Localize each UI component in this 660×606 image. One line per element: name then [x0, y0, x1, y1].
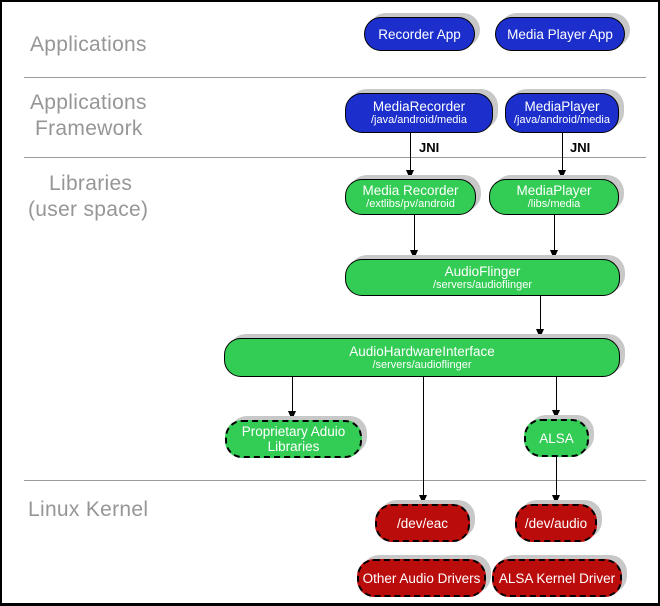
edge-ahi-deveac-arrowhead [418, 495, 427, 504]
edge-mediarecorder-audioflinger-line [413, 215, 415, 251]
node-audiohardwareinterface-title: AudioHardwareInterface [349, 343, 495, 359]
node-media-player-app-title: Media Player App [507, 26, 613, 42]
node-alsa-kernel-driver: ALSA Kernel Driver [492, 559, 622, 597]
node-media-recorder-lib: Media Recorder /extlibs/pv/android [345, 179, 476, 215]
node-alsa-kernel-driver-title: ALSA Kernel Driver [498, 570, 616, 586]
node-mediaplayer-framework: MediaPlayer /java/android/media [505, 93, 619, 133]
node-mediarecorder-framework-title: MediaRecorder [372, 99, 466, 114]
node-media-player-app: Media Player App [495, 17, 625, 51]
layer-label-applications: Applications [30, 33, 147, 56]
node-mediaplayer-framework-title: MediaPlayer [524, 99, 600, 114]
layer-label-framework-line2: Framework [35, 117, 143, 140]
node-other-audio-drivers: Other Audio Drivers [357, 559, 486, 597]
divider-applications-framework [24, 77, 646, 78]
node-media-recorder-lib-title: Media Recorder [362, 183, 459, 198]
edge-mediarecorder-audioflinger-arrowhead [409, 250, 418, 259]
layer-label-framework-line1: Applications [30, 91, 147, 114]
node-mediaplayer-lib: MediaPlayer /libs/media [489, 179, 619, 215]
divider-framework-libraries [24, 157, 646, 158]
layer-label-libraries-line1: Libraries [49, 172, 133, 195]
edge-ahi-deveac-line [422, 377, 424, 495]
node-alsa-title: ALSA [539, 430, 574, 446]
edge-label-jni-left: JNI [419, 140, 440, 155]
node-mediarecorder-framework-path: /java/android/media [370, 114, 467, 126]
node-dev-audio: /dev/audio [515, 504, 597, 542]
node-mediaplayer-lib-path: /libs/media [527, 198, 581, 210]
node-dev-eac: /dev/eac [375, 504, 470, 542]
edge-mediaplayer-audioflinger-line [553, 215, 555, 251]
edge-audioflinger-ahi-line [539, 296, 541, 329]
node-proprietary-audio-libraries-line2: Libraries [267, 439, 320, 454]
edge-ahi-proprietary-arrowhead [287, 411, 296, 420]
node-mediaplayer-framework-path: /java/android/media [513, 114, 610, 126]
edge-ahi-alsa-arrowhead [551, 410, 560, 419]
edge-jni-right-line [561, 133, 563, 170]
node-mediaplayer-lib-title: MediaPlayer [516, 183, 592, 198]
layer-label-libraries-line2: (user space) [28, 198, 149, 221]
edge-jni-left-arrowhead [405, 170, 414, 179]
node-audioflinger-path: /servers/audioflinger [432, 278, 533, 291]
node-recorder-app-title: Recorder App [378, 26, 461, 42]
edge-alsa-devaudio-arrowhead [551, 495, 560, 504]
edge-label-jni-right: JNI [570, 140, 591, 155]
node-recorder-app: Recorder App [364, 17, 475, 51]
node-media-recorder-lib-path: /extlibs/pv/android [366, 198, 455, 210]
edge-mediaplayer-audioflinger-arrowhead [549, 250, 558, 259]
node-audiohardwareinterface: AudioHardwareInterface /servers/audiofli… [224, 338, 620, 377]
edge-jni-right-arrowhead [557, 170, 566, 179]
node-audioflinger: AudioFlinger /servers/audioflinger [345, 259, 620, 296]
edge-ahi-alsa-line [555, 377, 557, 410]
node-audiohardwareinterface-path: /servers/audioflinger [372, 358, 472, 371]
edge-jni-left-line [409, 133, 411, 170]
node-mediarecorder-framework: MediaRecorder /java/android/media [345, 93, 493, 133]
node-dev-audio-title: /dev/audio [524, 515, 588, 531]
node-proprietary-audio-libraries: Proprietary Aduio Libraries [225, 420, 362, 458]
node-dev-eac-title: /dev/eac [396, 515, 449, 531]
layer-label-linux-kernel: Linux Kernel [28, 498, 149, 521]
divider-libraries-kernel [24, 480, 646, 481]
node-other-audio-drivers-title: Other Audio Drivers [362, 570, 481, 586]
node-audioflinger-title: AudioFlinger [444, 263, 521, 279]
node-proprietary-audio-libraries-line1: Proprietary Aduio [241, 424, 346, 439]
edge-alsa-devaudio-line [555, 457, 557, 495]
node-alsa: ALSA [524, 419, 589, 457]
edge-audioflinger-ahi-arrowhead [535, 329, 544, 338]
edge-ahi-proprietary-line [291, 377, 293, 411]
